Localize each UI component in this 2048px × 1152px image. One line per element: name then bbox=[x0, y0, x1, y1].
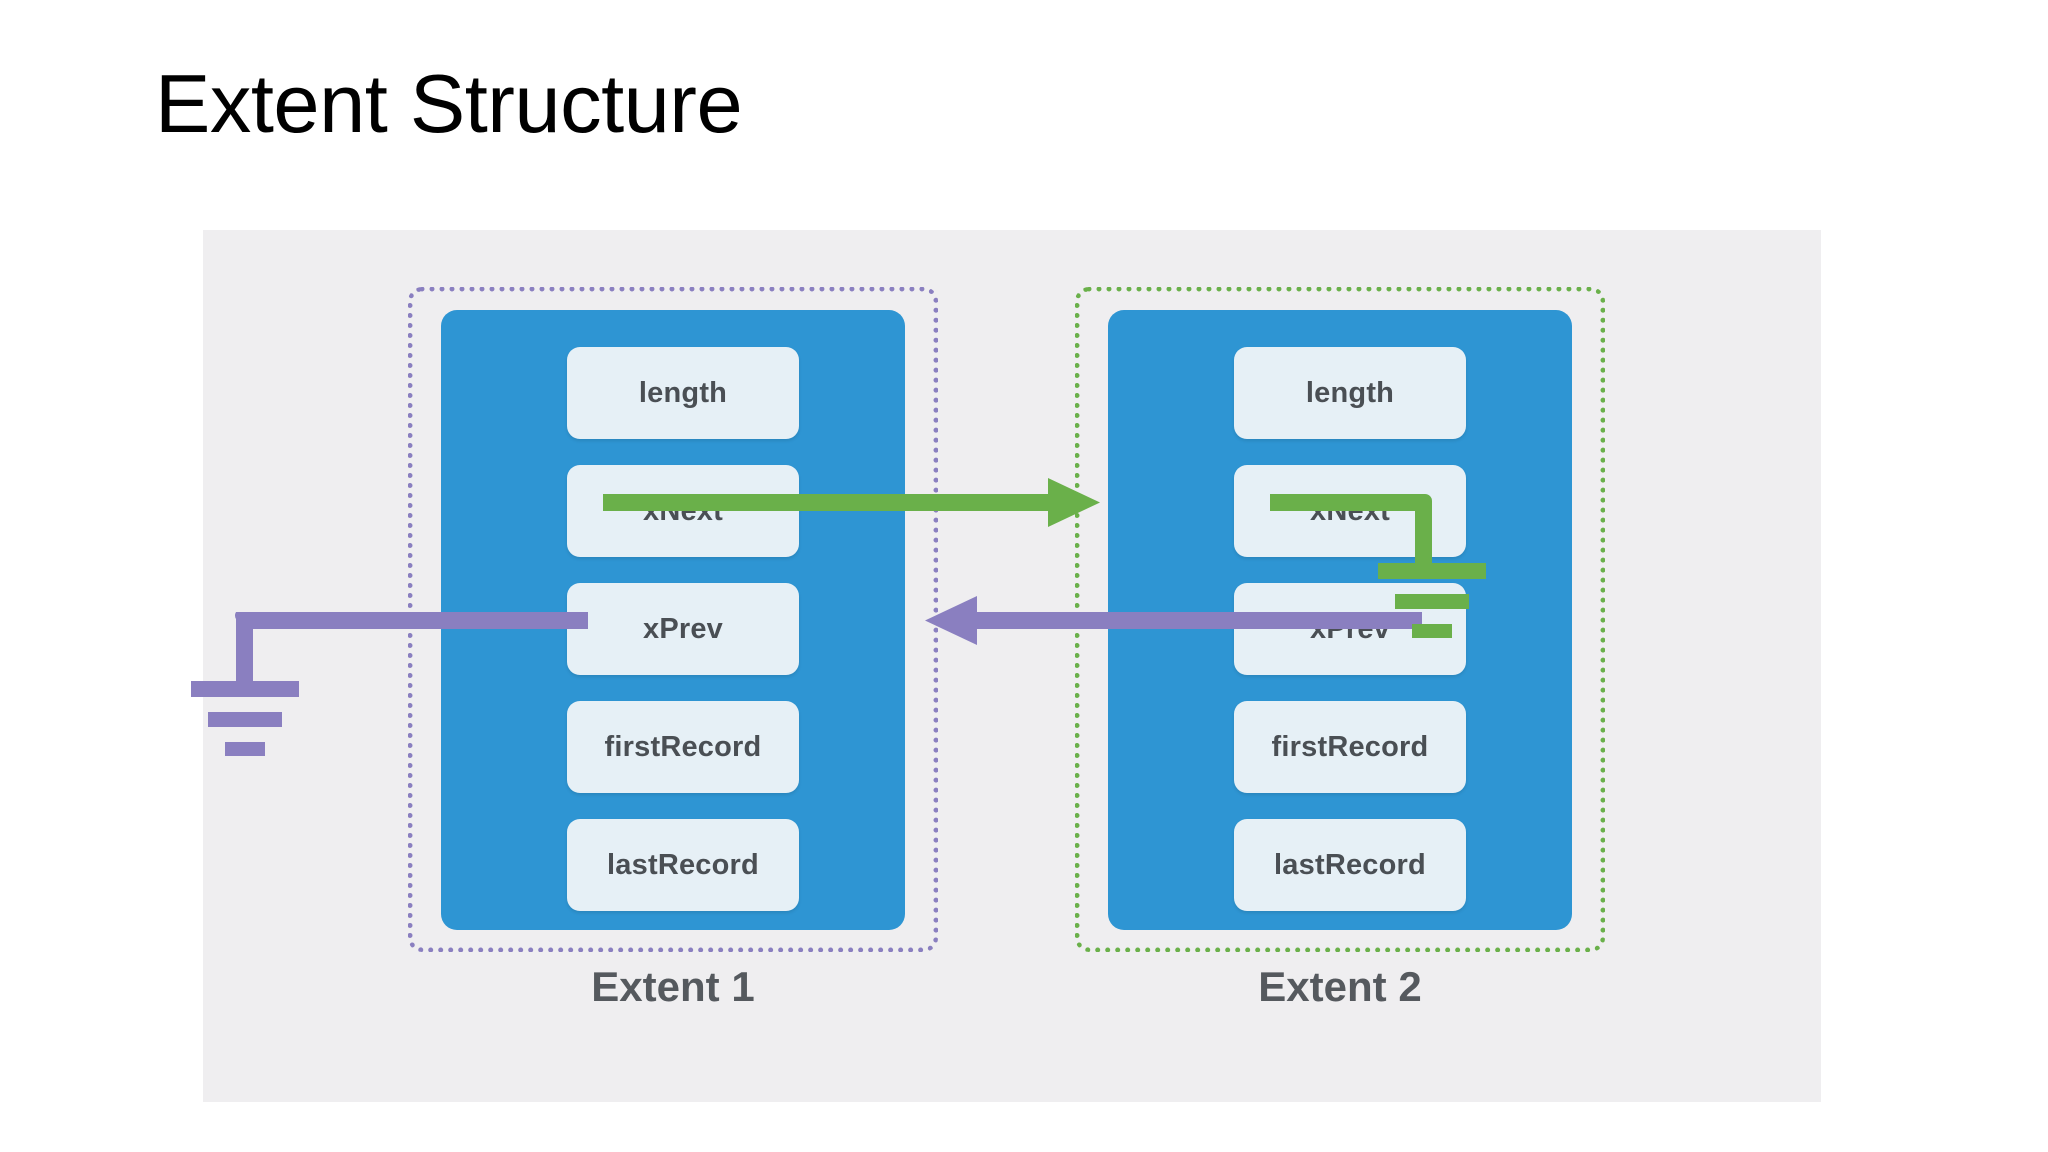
field-label: firstRecord bbox=[1271, 730, 1429, 763]
extent-2-field-length[interactable]: length bbox=[1234, 347, 1466, 439]
field-label: lastRecord bbox=[607, 848, 759, 881]
extent-2-field-list: length xNext xPrev firstRecord lastRecor… bbox=[1108, 310, 1572, 930]
field-label: xPrev bbox=[1309, 612, 1390, 645]
field-label: xNext bbox=[643, 494, 723, 527]
extent-2-caption: Extent 2 bbox=[1258, 963, 1422, 1010]
extent-1-field-xnext[interactable]: xNext bbox=[567, 465, 799, 557]
page-title: Extent Structure bbox=[155, 57, 743, 150]
extent-1-field-lastrecord[interactable]: lastRecord bbox=[567, 819, 799, 911]
extent-2-field-lastrecord[interactable]: lastRecord bbox=[1234, 819, 1466, 911]
field-label: length bbox=[1305, 376, 1395, 409]
extent-2-field-firstrecord[interactable]: firstRecord bbox=[1234, 701, 1466, 793]
extent-structure-diagram: length xNext xPrev firstRecord lastRecor… bbox=[191, 230, 1821, 1102]
extent-1-caption: Extent 1 bbox=[591, 963, 755, 1010]
field-label: length bbox=[638, 376, 728, 409]
extent-group-2: length xNext xPrev firstRecord lastRecor… bbox=[1075, 287, 1605, 1010]
extent-2-field-xprev[interactable]: xPrev bbox=[1234, 583, 1466, 675]
field-label: firstRecord bbox=[604, 730, 762, 763]
extent-1-field-firstrecord[interactable]: firstRecord bbox=[567, 701, 799, 793]
extent-2-card: length xNext xPrev firstRecord lastRecor… bbox=[1108, 310, 1572, 930]
extent-2-field-xnext[interactable]: xNext bbox=[1234, 465, 1466, 557]
extent-1-field-list: length xNext xPrev firstRecord lastRecor… bbox=[441, 310, 905, 930]
extent-1-field-xprev[interactable]: xPrev bbox=[567, 583, 799, 675]
field-label: lastRecord bbox=[1274, 848, 1426, 881]
extent-group-1: length xNext xPrev firstRecord lastRecor… bbox=[408, 287, 938, 1010]
field-label: xNext bbox=[1310, 494, 1390, 527]
field-label: xPrev bbox=[642, 612, 723, 645]
extent-1-field-length[interactable]: length bbox=[567, 347, 799, 439]
extent-1-card: length xNext xPrev firstRecord lastRecor… bbox=[441, 310, 905, 930]
